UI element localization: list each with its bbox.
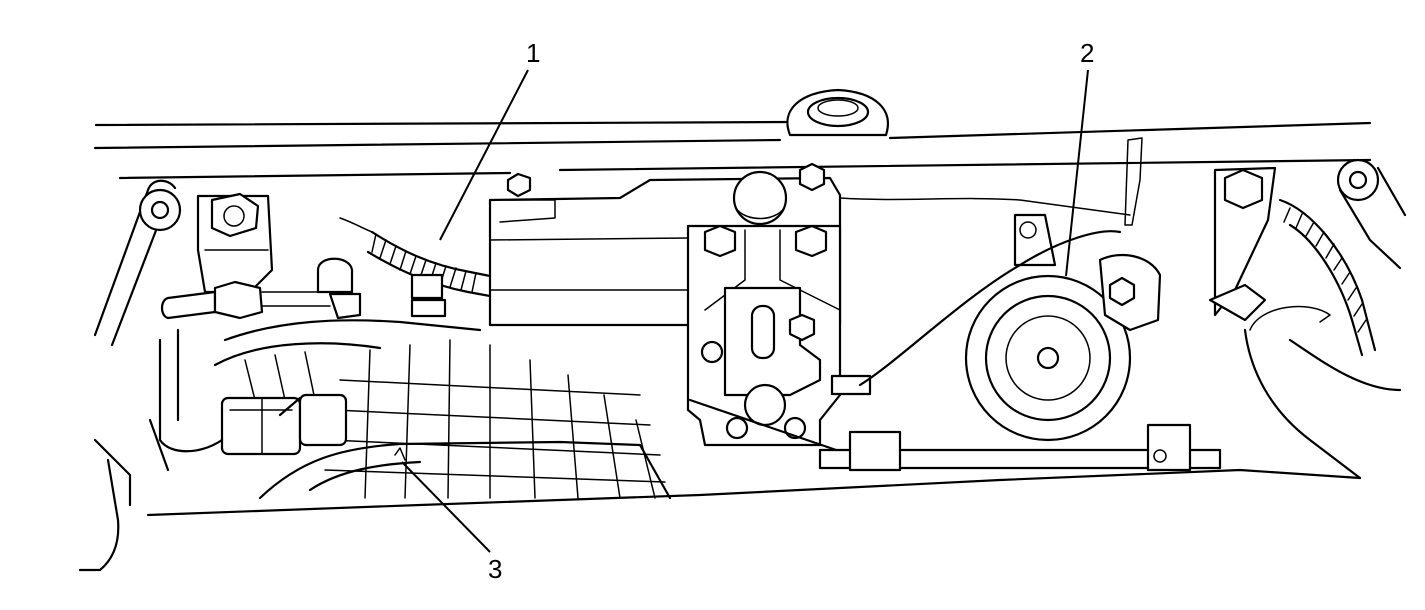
- cooling-fan-shroud: [213, 319, 672, 500]
- callout-label-1: 1: [526, 38, 540, 68]
- left-mounting-bracket: [196, 192, 274, 294]
- left-belt-pulley: [78, 179, 182, 572]
- lower-frame-rail: [146, 396, 1362, 517]
- right-mounting-bracket: [1208, 166, 1402, 480]
- callout-2: 2: [1065, 38, 1094, 277]
- callout-leader-2: [1065, 69, 1089, 277]
- right-belt-pulley: [1336, 158, 1407, 270]
- callout-leader-1: [439, 69, 529, 241]
- callout-label-3: 3: [488, 554, 502, 584]
- pump-pulley-assembly: [858, 137, 1162, 442]
- callout-3: 3: [401, 461, 502, 584]
- reservoir-cap: [786, 88, 889, 137]
- electrical-connector: [158, 328, 348, 456]
- callout-label-2: 2: [1080, 38, 1094, 68]
- left-fuel-line: [160, 257, 362, 320]
- upper-panel-rails: [93, 120, 1372, 216]
- callout-leader-3: [401, 461, 491, 553]
- central-bracket-assembly: [686, 170, 872, 447]
- wiring-conduit-left: [339, 217, 492, 318]
- callout-1: 1: [439, 38, 540, 241]
